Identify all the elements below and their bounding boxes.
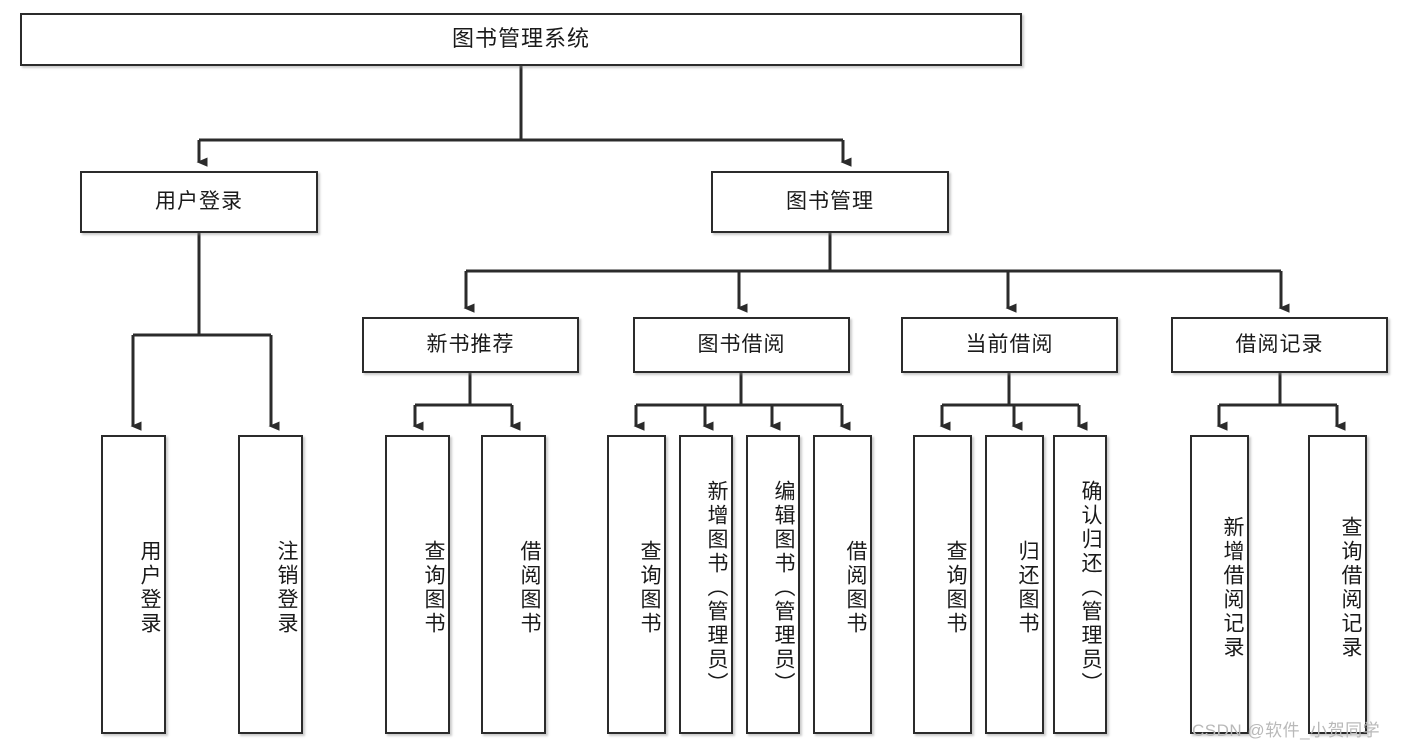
node-label: 借阅图书	[518, 539, 541, 636]
node-leaf-add-borrow-record[interactable]: 新增借阅记录	[1190, 435, 1249, 734]
node-leaf-confirm-return-admin[interactable]: 确认归还（管理员）	[1053, 435, 1107, 734]
node-leaf-add-book-admin[interactable]: 新增图书（管理员）	[679, 435, 733, 734]
node-current-borrow[interactable]: 当前借阅	[901, 317, 1118, 373]
node-label: 用户登录	[155, 190, 243, 214]
node-new-book-recommend[interactable]: 新书推荐	[362, 317, 579, 373]
node-label: 查询借阅记录	[1339, 515, 1362, 660]
node-leaf-query-borrow-record[interactable]: 查询借阅记录	[1308, 435, 1367, 734]
node-label: 新增借阅记录	[1221, 515, 1244, 660]
node-leaf-borrow-book[interactable]: 借阅图书	[813, 435, 872, 734]
node-leaf-borrow-book-recommend[interactable]: 借阅图书	[481, 435, 546, 734]
node-label: 借阅记录	[1235, 333, 1324, 357]
node-borrow-record[interactable]: 借阅记录	[1171, 317, 1388, 373]
node-leaf-query-book-current[interactable]: 查询图书	[913, 435, 972, 734]
node-leaf-edit-book-admin[interactable]: 编辑图书（管理员）	[746, 435, 800, 734]
node-book-borrow[interactable]: 图书借阅	[633, 317, 850, 373]
node-label: 图书管理	[786, 190, 874, 214]
node-leaf-user-login[interactable]: 用户登录	[101, 435, 166, 734]
node-label: 注销登录	[275, 539, 298, 636]
node-label: 当前借阅	[965, 333, 1054, 357]
csdn-watermark: CSDN @软件_小贺同学	[1192, 721, 1381, 740]
node-label: 查询图书	[638, 539, 661, 636]
node-label: 图书借阅	[697, 333, 786, 357]
node-label: 查询图书	[944, 539, 967, 636]
node-book-management[interactable]: 图书管理	[711, 171, 949, 233]
node-label: 图书管理系统	[451, 26, 590, 52]
node-leaf-return-book[interactable]: 归还图书	[985, 435, 1044, 734]
node-root[interactable]: 图书管理系统	[20, 13, 1022, 66]
node-label: 新书推荐	[426, 333, 515, 357]
node-leaf-query-book-recommend[interactable]: 查询图书	[385, 435, 450, 734]
node-label: 确认归还（管理员）	[1079, 479, 1102, 696]
node-label: 编辑图书（管理员）	[772, 479, 795, 696]
node-leaf-logout-login[interactable]: 注销登录	[238, 435, 303, 734]
node-label: 借阅图书	[844, 539, 867, 636]
node-label: 新增图书（管理员）	[705, 479, 728, 696]
node-leaf-query-book-borrow[interactable]: 查询图书	[607, 435, 666, 734]
node-user-login[interactable]: 用户登录	[80, 171, 318, 233]
node-label: 归还图书	[1016, 539, 1039, 636]
node-label: 用户登录	[138, 539, 161, 636]
node-label: 查询图书	[422, 539, 445, 636]
